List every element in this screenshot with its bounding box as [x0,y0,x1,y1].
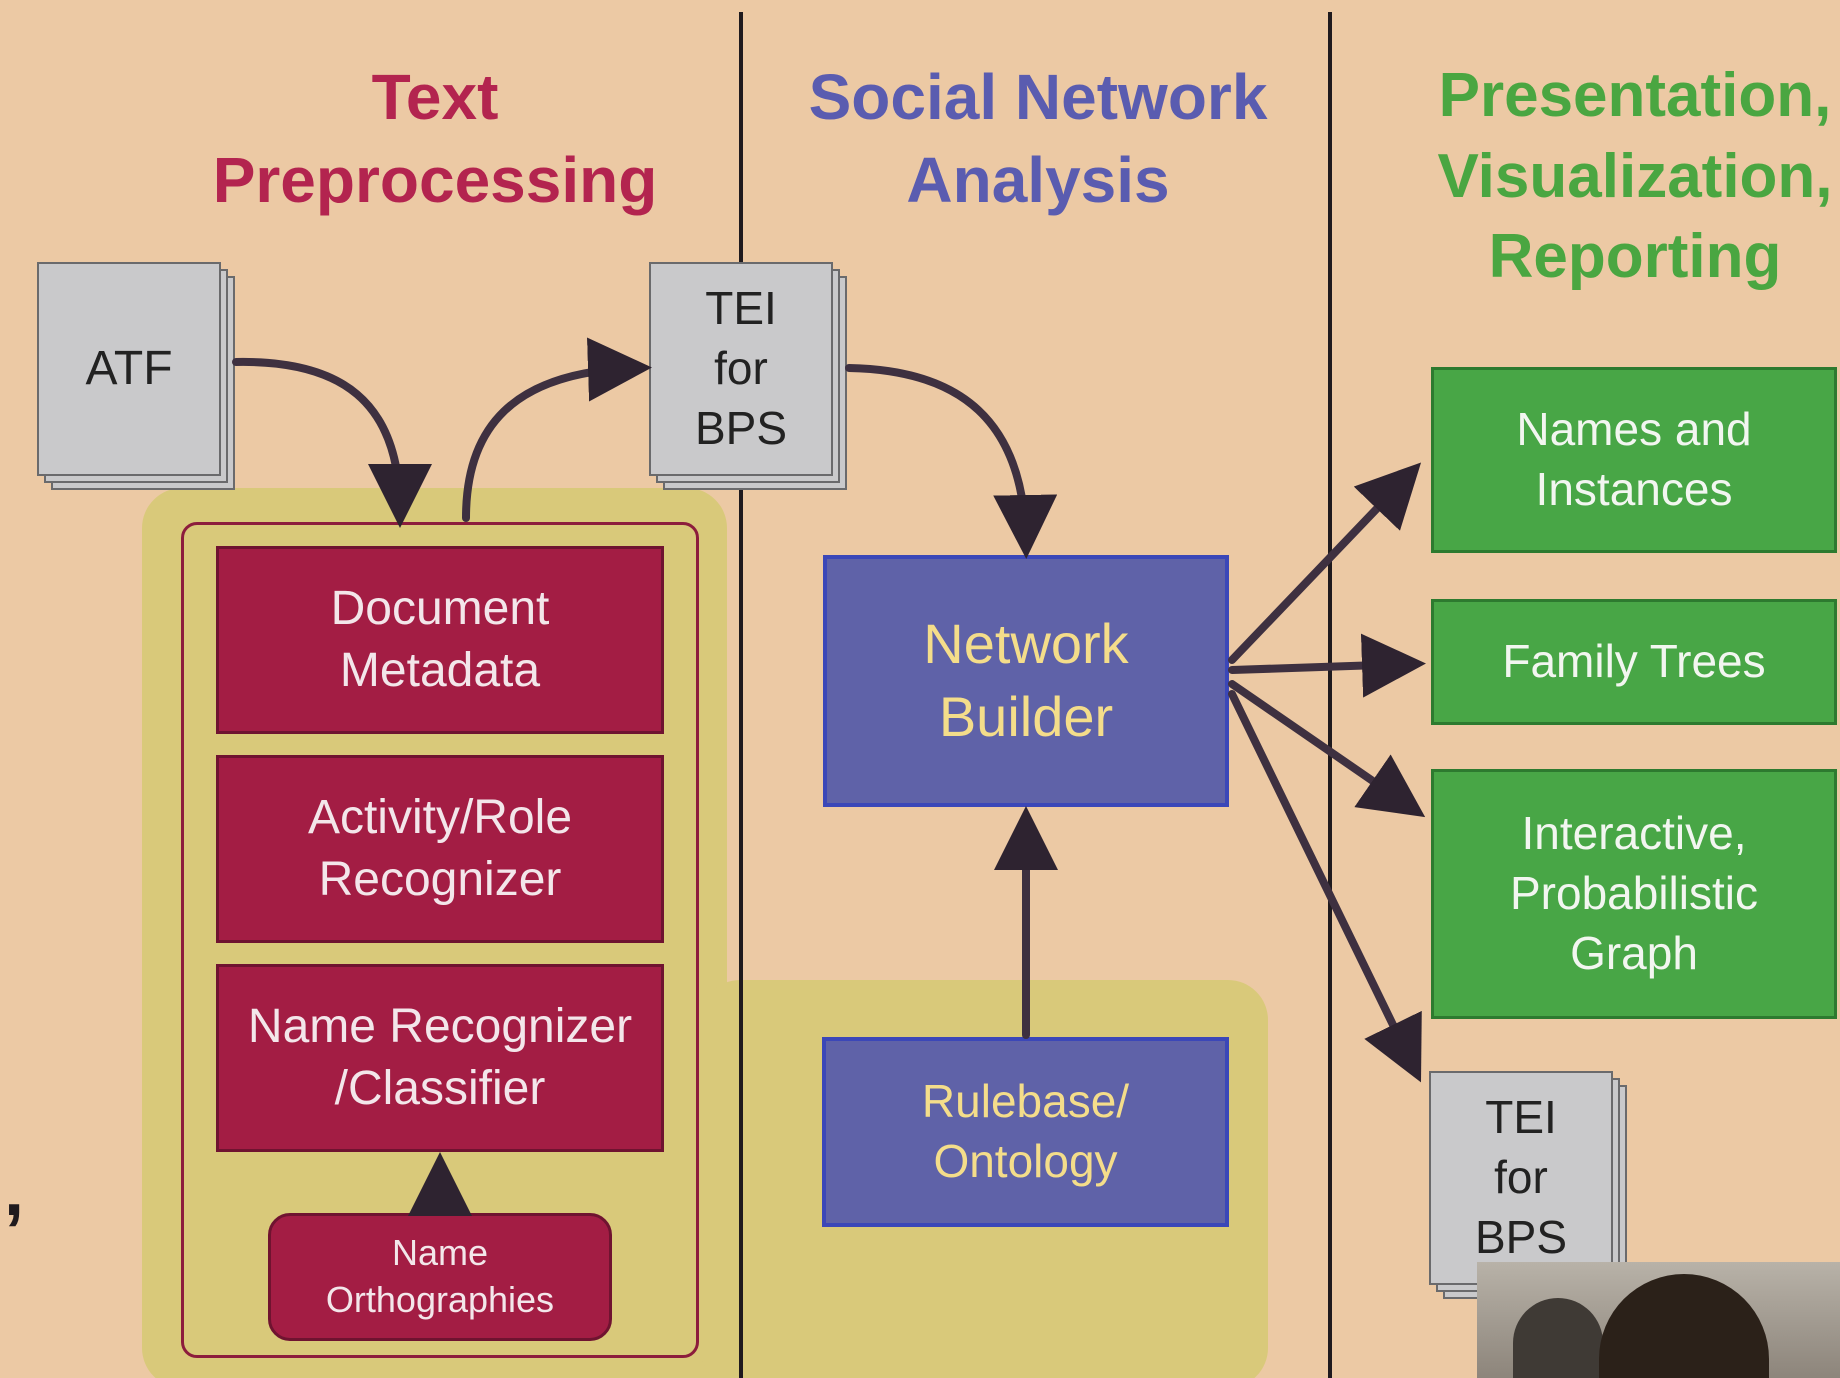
column-divider-left [739,12,743,1378]
name-recognizer-box: Name Recognizer /Classifier [216,964,664,1152]
heading-presentation: Presentation, Visualization, Reporting [1437,61,1833,292]
rulebase-ontology-box: Rulebase/ Ontology [822,1037,1229,1227]
tei-document-bottom: TEI for BPS [1429,1071,1629,1301]
arrow-network-to-family-trees [1228,633,1426,698]
heading-text-preprocessing: Text Preprocessing [212,61,658,217]
names-instances-box: Names and Instances [1431,367,1837,553]
family-trees-box: Family Trees [1431,599,1837,725]
column-divider-right [1328,12,1332,1378]
preprocessing-pipeline-frame [181,522,699,1358]
edge-text-fragment: , [4,1151,25,1231]
arrow-network-to-interactive-graph [1228,680,1426,818]
tei-document-top: TEI for BPS [649,262,849,492]
heading-social-network-analysis: Social Network Analysis [808,61,1268,217]
arrow-network-to-names-instances [1228,462,1422,664]
atf-label: ATF [85,341,173,395]
interactive-graph-box: Interactive, Probabilistic Graph [1431,769,1837,1019]
network-builder-box: Network Builder [823,555,1229,807]
atf-document: ATF [37,262,237,492]
arrow-network-to-tei-bottom [1228,690,1422,1083]
arrow-tei-to-network-builder [845,364,1058,559]
statue-head-shape [1513,1298,1603,1378]
activity-role-recognizer-box: Activity/Role Recognizer [216,755,664,943]
document-metadata-box: Document Metadata [216,546,664,734]
speaker-photo [1477,1262,1840,1378]
arrow-atf-to-preprocessing [232,357,432,528]
arrow-preprocessing-to-tei [462,337,652,522]
